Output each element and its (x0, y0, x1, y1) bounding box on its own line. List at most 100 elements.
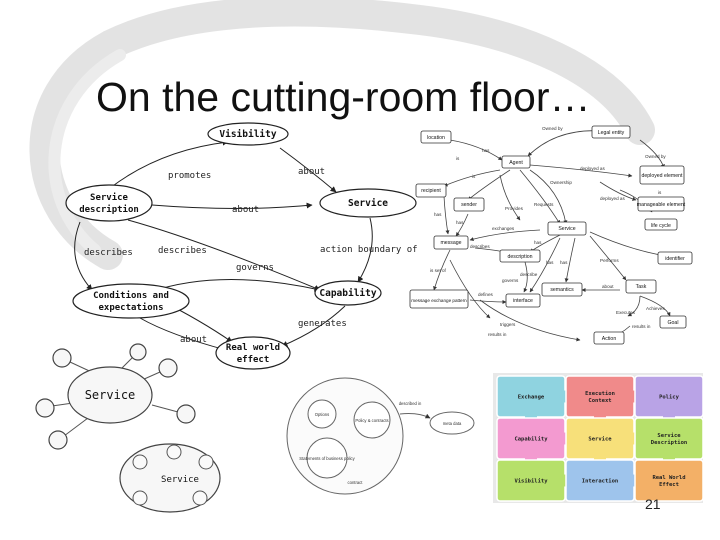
onto-label: describe (520, 272, 538, 277)
edge-action-boundary (357, 217, 373, 283)
onto-label: Requests (534, 202, 554, 207)
onto-label: has (482, 148, 490, 153)
onto-label: Executes (616, 310, 636, 315)
onto-node-identifier: identifier (665, 256, 685, 262)
onto-label: governs (502, 278, 519, 283)
onto-label: has (456, 220, 464, 225)
puzzle-piece-label: Policy (659, 395, 680, 401)
edge-describes-left (74, 221, 93, 291)
node-service (319, 188, 417, 218)
onto-label: about (602, 284, 614, 289)
onto-label: Performs (600, 258, 619, 263)
label-about-bottom: about (180, 335, 207, 345)
onto-label: results in (632, 324, 651, 329)
puzzle-piece-label: Execution (585, 391, 615, 397)
onto-label: deployed as (580, 166, 605, 171)
onto-label: results in (488, 332, 507, 337)
edge-about-top (279, 147, 337, 193)
node-service-description-label-2: description (79, 204, 139, 215)
onto-node-location: location (427, 135, 445, 141)
puzzle-piece (634, 459, 704, 502)
label-about-top: about (298, 167, 325, 177)
onto-node-task: Task (636, 284, 647, 290)
puzzle-piece-label: Description (651, 440, 687, 446)
onto-node-description: description (507, 254, 532, 260)
onto-node-legal-entity: Legal entity (598, 130, 625, 136)
circle-contract-label: contract (348, 480, 364, 485)
onto-label: has (534, 240, 542, 245)
bubble-service-small-label: Service (161, 475, 199, 485)
edge-generates (281, 305, 346, 347)
onto-node-goal: Goal (668, 320, 679, 326)
onto-node-manageable-element: manageable element (637, 202, 686, 208)
onto-node-deployed-element: deployed element (642, 173, 684, 179)
node-conditions-label-2: expectations (98, 302, 163, 313)
edge-about-mid (151, 202, 313, 209)
puzzle-piece-label: Real World (652, 475, 685, 481)
onto-label: Ownership (550, 180, 572, 185)
onto-node-message: message (440, 240, 461, 246)
onto-label: Owned by (645, 154, 666, 159)
onto-label: describes (470, 244, 490, 249)
puzzle-piece-label: Service (657, 433, 681, 439)
node-capability (314, 280, 382, 306)
label-action-boundary: action boundary of (320, 245, 418, 255)
onto-label: is (456, 156, 460, 161)
puzzle-piece-label: Effect (659, 482, 679, 488)
onto-label: has (546, 260, 554, 265)
circle-meta-data-label: meta data (443, 421, 462, 426)
onto-label: triggers (500, 322, 516, 327)
bubble-service-large (67, 366, 153, 424)
circle-described-in-label: described in (399, 401, 422, 406)
onto-node-sender: sender (461, 202, 477, 208)
node-capability-label: Capability (319, 288, 376, 299)
puzzle-piece-label: Service (588, 437, 612, 443)
node-service-description (65, 184, 153, 222)
node-conditions-label-1: Conditions and (93, 290, 169, 301)
onto-node-agent: Agent (509, 160, 523, 166)
onto-node-recipient: recipient (421, 188, 441, 194)
node-service-label: Service (348, 198, 388, 209)
onto-label: has (434, 212, 442, 217)
onto-label: is (658, 190, 662, 195)
puzzle-piece-label: Exchange (518, 395, 545, 401)
onto-label: exchanges (492, 226, 515, 231)
label-governs: governs (236, 263, 274, 273)
node-real-world-effect-label-2: effect (237, 355, 270, 365)
onto-label: Achieves (646, 306, 665, 311)
label-promotes: promotes (168, 171, 211, 181)
onto-label: Provides (505, 206, 524, 211)
onto-label: is set of (430, 268, 447, 273)
node-real-world-effect-label-1: Real world (226, 343, 280, 353)
node-conditions (72, 283, 190, 319)
onto-label: is (472, 174, 476, 179)
onto-node-semantics: semantics (550, 287, 574, 293)
edge-governs (149, 279, 321, 293)
circle-policy-label: Policy & contracts (355, 418, 388, 423)
label-about-mid: about (232, 205, 259, 215)
onto-label: defines (478, 292, 494, 297)
onto-node-action: Action (602, 336, 617, 342)
node-visibility (207, 122, 289, 146)
node-service-description-label-1: Service (90, 192, 129, 203)
label-describes-left: describes (84, 248, 133, 258)
edge-describes-mid (127, 219, 321, 291)
circle-options-label: Options (315, 412, 329, 417)
edge-promotes (109, 139, 229, 189)
label-describes-mid: describes (158, 246, 207, 256)
onto-label: has (560, 260, 568, 265)
puzzle-piece-label: Context (588, 398, 611, 404)
label-generates: generates (298, 319, 347, 329)
node-real-world-effect (215, 336, 291, 370)
onto-node-service: Service (558, 226, 575, 232)
puzzle-piece-label: Capability (514, 437, 548, 443)
onto-node-life-cycle: life cycle (651, 223, 671, 229)
circle-statements-label: Statements of business policy (299, 456, 355, 461)
